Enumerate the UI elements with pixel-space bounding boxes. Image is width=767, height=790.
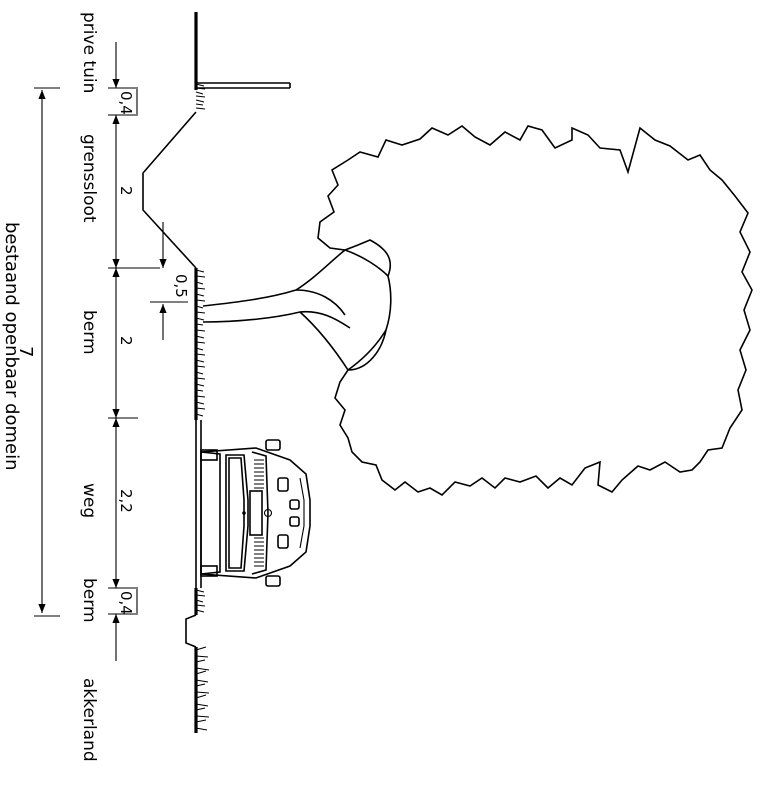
zone-dimension-chain	[108, 42, 160, 661]
label-berm-1: berm	[79, 310, 99, 355]
dimension-total-value: 7	[15, 346, 36, 357]
label-grenssloot: grenssloot	[79, 134, 99, 223]
car-front-view	[200, 439, 311, 587]
label-bestaand-openbaar-domein: bestaand openbaar domein	[1, 222, 22, 471]
label-akkerland: akkerland	[79, 678, 99, 762]
label-weg: weg	[79, 483, 99, 518]
dimension-weg: 2,2	[117, 489, 135, 513]
dimension-grenssloot: 2	[117, 186, 135, 196]
dimension-berm-2: 0,4	[117, 591, 135, 615]
label-prive-tuin: prive tuin	[79, 12, 99, 93]
total-dimension-line	[34, 87, 60, 617]
tree	[202, 125, 753, 497]
ground-profile	[142, 12, 291, 733]
label-berm-2: berm	[79, 578, 99, 623]
dimension-sloot-depth: 0,5	[172, 274, 190, 298]
dimension-prive-tuin: 0,4	[117, 91, 135, 115]
ditch-depth-dimension	[150, 222, 188, 340]
dimension-berm-1: 2	[117, 336, 135, 346]
grass-hatching	[195, 83, 210, 731]
